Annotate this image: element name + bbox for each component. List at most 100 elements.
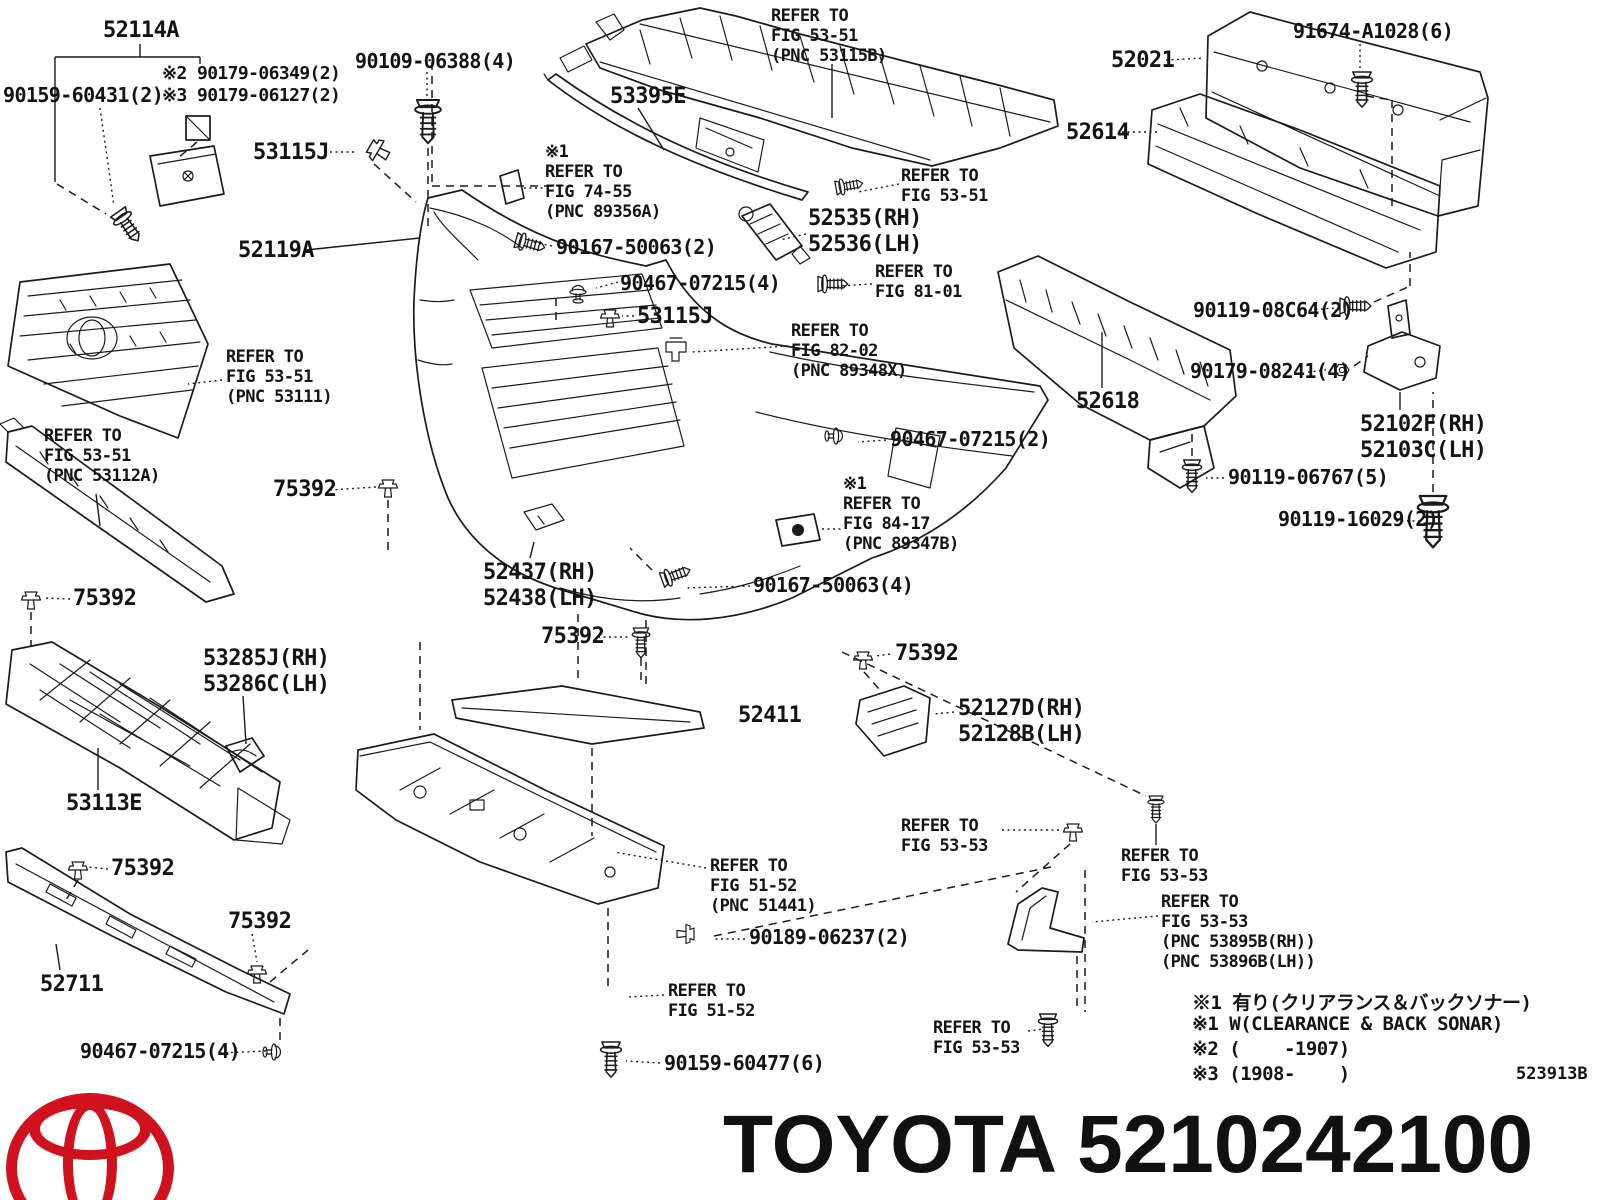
clip-icon xyxy=(20,591,42,610)
part-label: 90159-60431(2) xyxy=(3,83,164,107)
part-label: 53285J(RH) 53286C(LH) xyxy=(203,646,330,697)
part-label: 90467-07215(2) xyxy=(890,427,1051,451)
footer-brand: TOYOTA xyxy=(723,1099,1058,1190)
retainer-icon xyxy=(824,427,844,445)
part-label: 53113E xyxy=(66,791,142,816)
footnote: ※2 ( -1907) xyxy=(1192,1038,1350,1060)
footnote: ※3 (1908- ) xyxy=(1192,1063,1350,1085)
clip-icon xyxy=(1062,823,1084,842)
part-label: REFER TO FIG 53-53 xyxy=(901,816,988,857)
part-label: REFER TO FIG 51-52 xyxy=(668,981,755,1022)
drawing-bumper-cover-52119 xyxy=(412,189,1049,621)
part-label: 52535(RH) 52536(LH) xyxy=(808,206,922,257)
part-label: 53115J xyxy=(253,140,329,165)
part-label: 90467-07215(4) xyxy=(620,271,781,295)
part-label: 52127D(RH) 52128B(LH) xyxy=(958,696,1085,747)
part-label: 52102F(RH) 52103C(LH) xyxy=(1360,412,1487,463)
leader-lines xyxy=(30,44,1434,1064)
clip-icon xyxy=(852,651,874,670)
toyota-logo xyxy=(6,1093,174,1200)
retainer-icon xyxy=(569,284,587,304)
part-label: 52614 xyxy=(1066,120,1130,145)
part-label: 90167-50063(4) xyxy=(753,573,914,597)
screw-icon xyxy=(817,274,849,294)
drawing-headlamp-washer-cap xyxy=(225,737,265,773)
drawing-sonar-plate-89347 xyxy=(775,513,821,547)
clip-icon xyxy=(377,479,399,498)
part-label: ※2 90179-06349(2) xyxy=(162,63,341,84)
footer-part-number: 5210242100 xyxy=(1077,1099,1534,1190)
drawing-center-lower-grille xyxy=(5,641,291,845)
retainer-icon xyxy=(262,1043,282,1061)
part-label: REFER TO FIG 53-53 (PNC 53895B(RH)) (PNC… xyxy=(1161,892,1316,973)
screw-icon xyxy=(631,627,651,659)
drawing-moulding-52411 xyxy=(451,685,705,745)
part-label: 52119A xyxy=(238,238,314,263)
drawing-upper-absorber xyxy=(559,7,1059,173)
part-label: 90109-06388(4) xyxy=(355,49,516,73)
drawing-impact-absorber-52614 xyxy=(1147,93,1441,269)
part-label: 75392 xyxy=(73,586,137,611)
part-label: 90119-06767(5) xyxy=(1228,465,1389,489)
part-label: 90467-07215(4) xyxy=(80,1039,241,1063)
part-label: 90189-06237(2) xyxy=(749,925,910,949)
screw-icon xyxy=(414,99,442,145)
drawing-bracket-52114 xyxy=(149,115,225,207)
drawing-bracket-53895 xyxy=(1007,887,1085,953)
screw-icon xyxy=(108,205,148,248)
clip-icon xyxy=(363,135,395,167)
drawing-fog-bezel-52127 xyxy=(855,685,931,757)
diagram-code: 523913B xyxy=(1516,1064,1588,1084)
screw-icon xyxy=(658,560,694,589)
part-label: 52021 xyxy=(1111,48,1175,73)
part-label: REFER TO FIG 53-53 xyxy=(1121,846,1208,887)
drawing-hood-seal-53395 xyxy=(543,73,809,201)
footnote: ※1 有り(クリアランス＆バックソナー) xyxy=(1192,992,1532,1014)
drawing-lower-garnish-52711 xyxy=(5,847,291,1015)
part-label: REFER TO FIG 53-51 (PNC 53115B) xyxy=(771,6,887,67)
part-label: REFER TO FIG 53-53 xyxy=(933,1018,1020,1059)
drawing-undercover-51441 xyxy=(355,733,665,905)
drawing-upper-grille xyxy=(7,263,209,439)
part-label: 90119-08C64(2) xyxy=(1193,298,1354,322)
drawing-clip-89348 xyxy=(665,337,687,362)
part-label: 90119-16029(2) xyxy=(1278,507,1439,531)
clip-icon xyxy=(676,923,695,945)
part-label: 75392 xyxy=(895,641,959,666)
part-label: ※1 REFER TO FIG 84-17 (PNC 89347B) xyxy=(843,474,959,555)
clip-icon xyxy=(599,309,621,328)
part-label: REFER TO FIG 53-51 xyxy=(901,166,988,207)
screw-icon xyxy=(1037,1013,1059,1048)
part-label: 90167-50063(2) xyxy=(556,235,717,259)
drawing-sonar-sensor-52535 xyxy=(738,203,811,265)
part-label: REFER TO FIG 81-01 xyxy=(875,262,962,303)
part-label: 75392 xyxy=(111,856,175,881)
part-label: 75392 xyxy=(273,477,337,502)
part-label: REFER TO FIG 53-51 (PNC 53111) xyxy=(226,347,333,408)
screw-icon xyxy=(1147,795,1165,824)
part-label: REFER TO FIG 51-52 (PNC 51441) xyxy=(710,856,817,917)
part-label: 90179-08241(4) xyxy=(1190,359,1351,383)
part-label: 53115J xyxy=(637,304,713,329)
part-label: 52437(RH) 52438(LH) xyxy=(483,560,597,611)
part-label: 75392 xyxy=(541,624,605,649)
part-label: ※1 REFER TO FIG 74-55 (PNC 89356A) xyxy=(545,142,661,223)
clip-icon xyxy=(67,861,89,880)
part-label: 90159-60477(6) xyxy=(664,1051,825,1075)
part-label: 91674-A1028(6) xyxy=(1293,19,1454,43)
part-label: 52711 xyxy=(40,972,104,997)
part-label: 52411 xyxy=(738,703,802,728)
screw-icon xyxy=(834,174,865,197)
part-label: 75392 xyxy=(228,909,292,934)
part-label: 53395E xyxy=(610,84,686,109)
part-label: REFER TO FIG 82-02 (PNC 89348X) xyxy=(791,321,907,382)
drawing-lower-grille-strip xyxy=(0,417,235,603)
part-label: 52618 xyxy=(1076,389,1140,414)
part-label: 52114A xyxy=(103,18,179,43)
drawing-washer-plate-89356 xyxy=(499,169,525,205)
drawing-bracket-52102 xyxy=(1363,299,1441,391)
screw-icon xyxy=(1350,71,1374,108)
